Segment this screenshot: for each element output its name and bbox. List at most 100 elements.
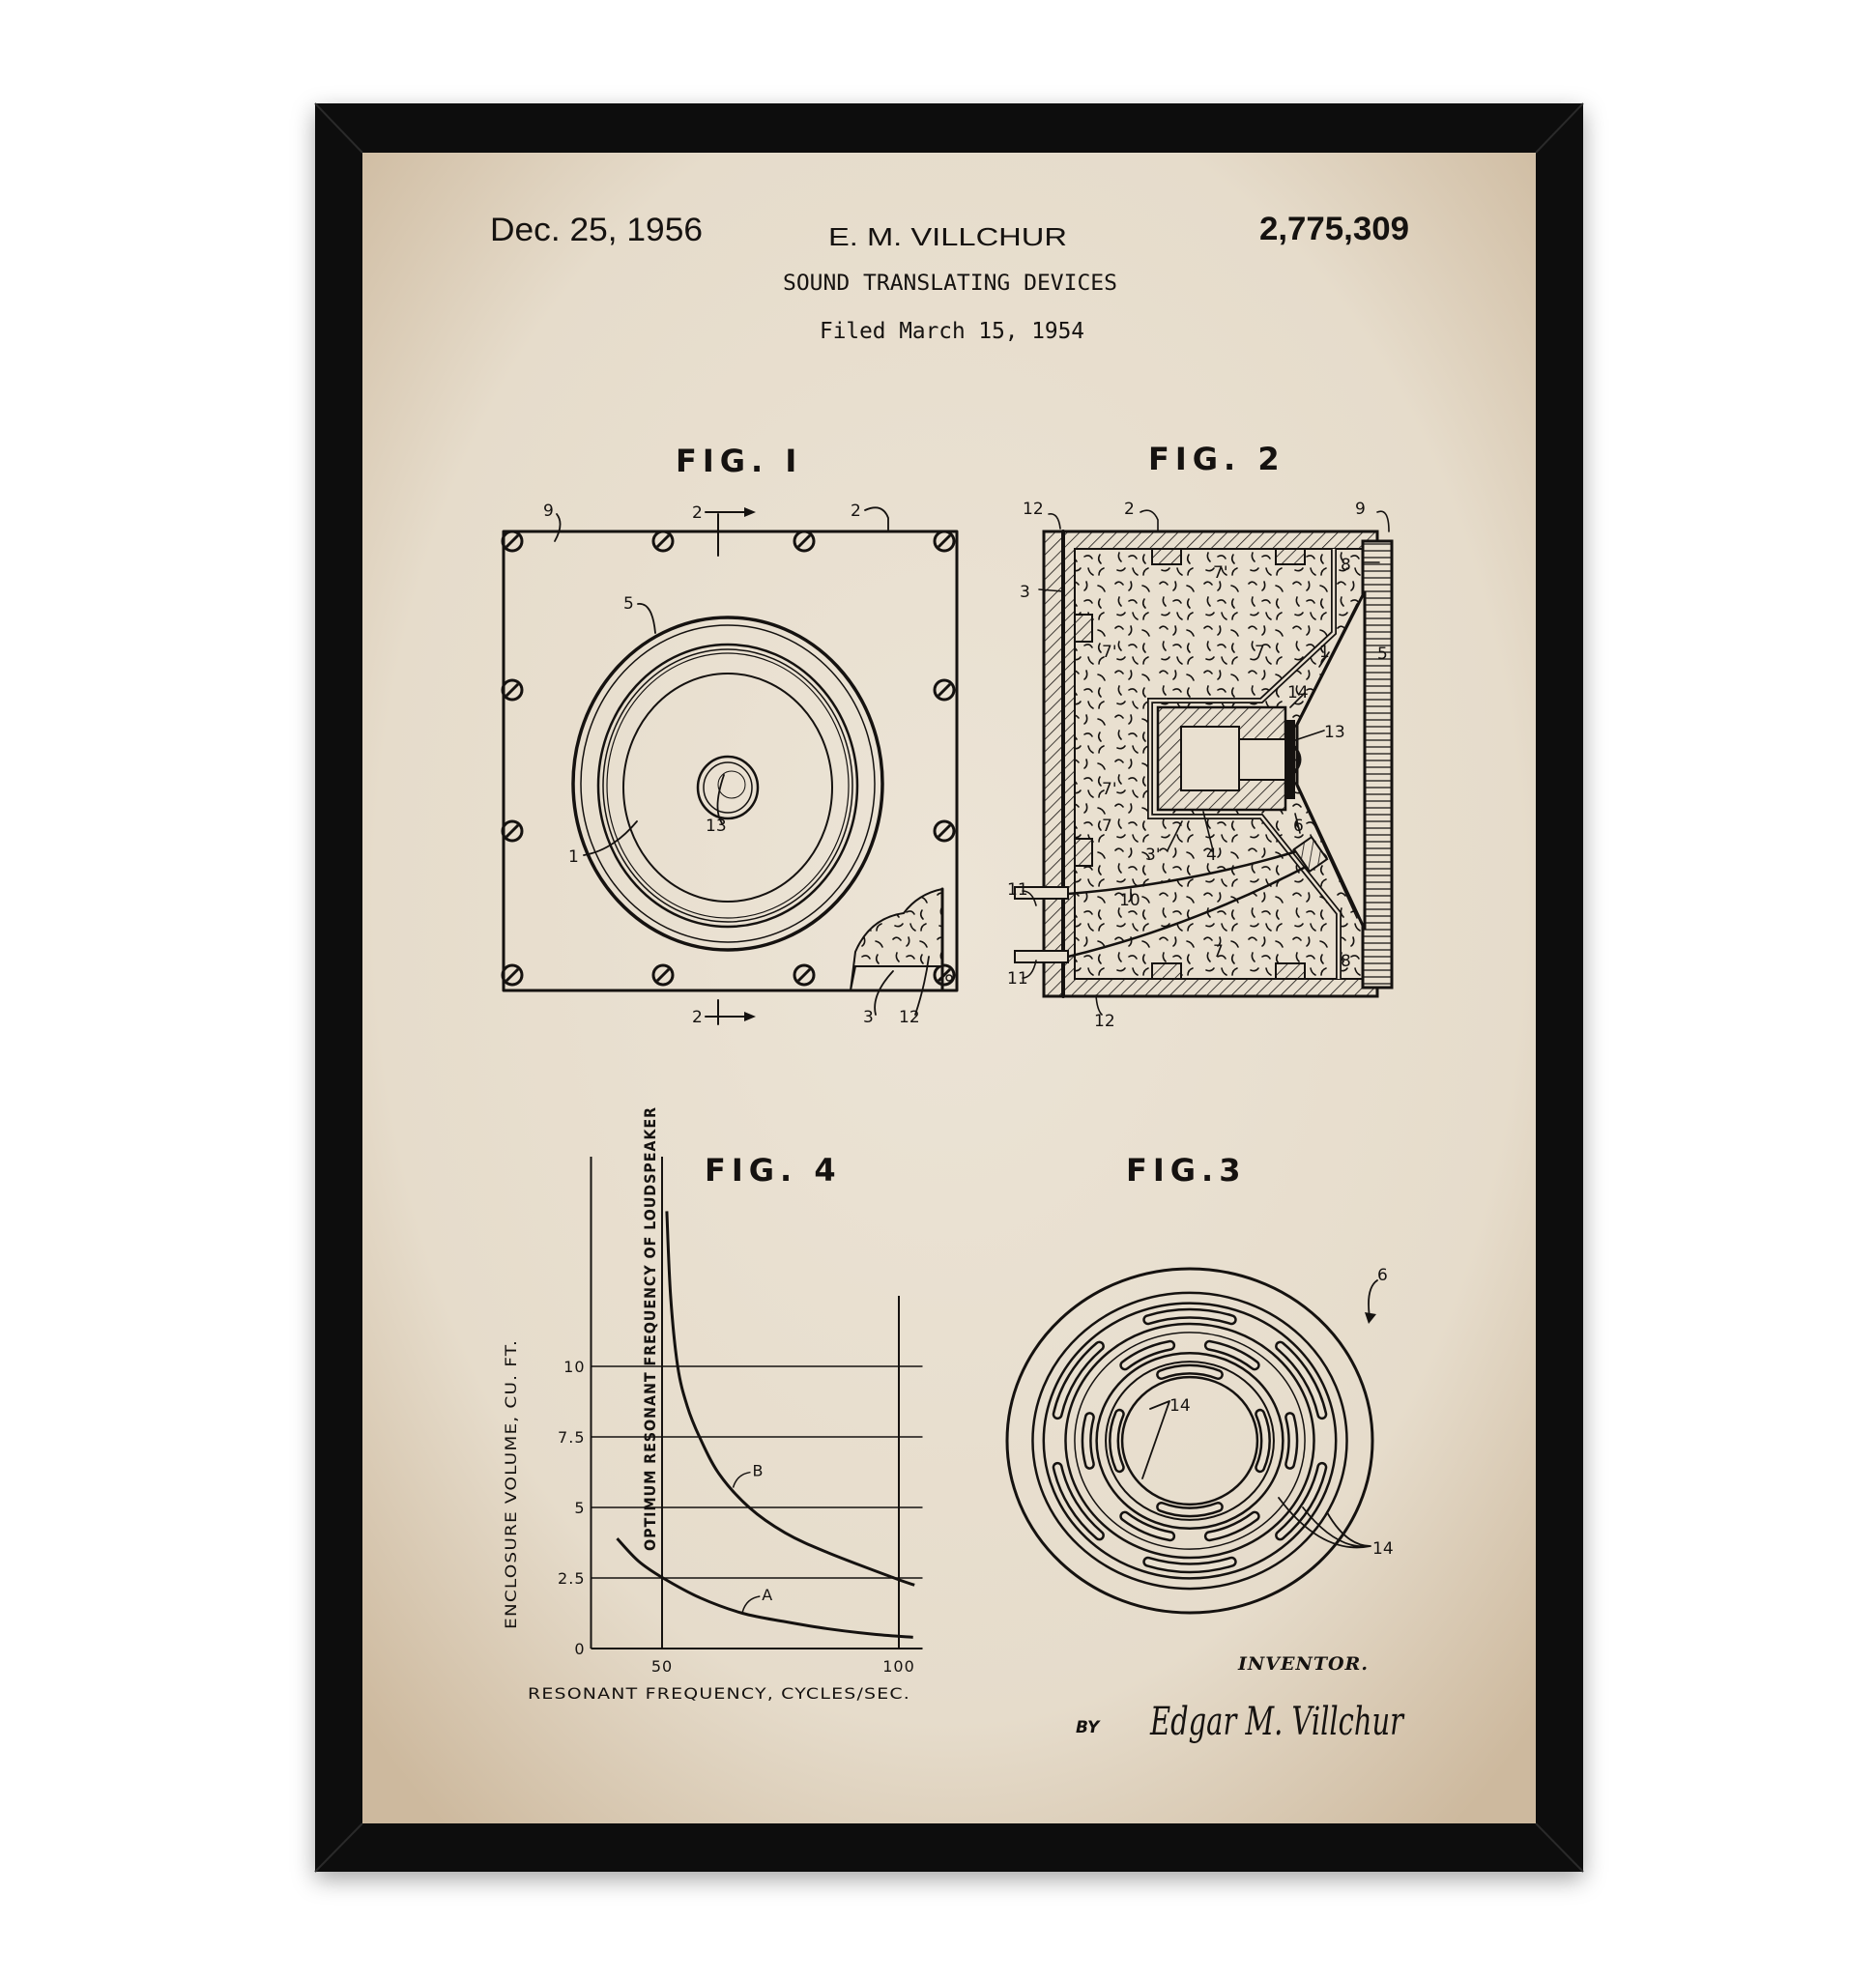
vent-slot-inner [1144, 1559, 1235, 1571]
vent-slot-inner [1111, 1411, 1123, 1471]
figure-2: FIG. 2 12 2 9 3 8 5 1 14 13 [1007, 441, 1394, 1031]
enclosure-front [502, 530, 959, 992]
series-label-B: B [753, 1462, 765, 1480]
y-tick-label: 7.5 [558, 1428, 585, 1447]
by-label: BY [1076, 1718, 1101, 1737]
chart-series: AB [616, 1211, 915, 1639]
series-leader-A [741, 1595, 761, 1613]
screw-icon [793, 530, 816, 553]
fig2-label: 7 [1213, 942, 1224, 961]
screw-icon [793, 963, 816, 987]
fig2-label: 2 [1124, 500, 1135, 519]
vent-slot-inner [1206, 1342, 1258, 1368]
fig3-label: 14 [1372, 1539, 1394, 1559]
speaker-cone [1295, 590, 1367, 931]
fig2-label: 6 [1293, 817, 1304, 836]
x-axis-label: RESONANT FREQUENCY, CYCLES/SEC. [528, 1684, 910, 1703]
x-tick-label: 100 [882, 1657, 915, 1676]
fig1-label: 3 [863, 1008, 874, 1027]
screw-slot [655, 967, 671, 983]
front-baffle [1361, 539, 1394, 990]
series-label-A: A [762, 1586, 773, 1604]
vent-slot-inner [1277, 1343, 1325, 1418]
screw-icon [933, 963, 956, 987]
figure-1: FIG. I 9 2 2 5 13 1 2 3 12 [501, 443, 959, 1027]
fig2-label: 7 [1255, 643, 1265, 662]
vent-slot-inner [1277, 1464, 1325, 1538]
screw-slot [796, 967, 812, 983]
inventor-signature: Edgar M. Villchur [1149, 1700, 1405, 1744]
patent-date: Dec. 25, 1956 [490, 212, 703, 248]
fig2-label: 13 [1324, 723, 1345, 742]
screw-slot [796, 533, 812, 549]
fig1-label: 13 [706, 817, 727, 836]
series-leader-B [732, 1471, 751, 1488]
screw-icon [933, 819, 956, 843]
fig1-label: 12 [899, 1008, 920, 1027]
patent-number: 2,775,309 [1259, 211, 1409, 247]
fig2-label: 10 [1119, 891, 1140, 910]
spacer-blocks [1074, 548, 1306, 980]
vent-slot-inner [1256, 1411, 1269, 1471]
ring [1120, 1375, 1259, 1506]
magnet-cavity [1180, 726, 1240, 791]
y-tick-label: 5 [574, 1499, 585, 1517]
screw-slot [505, 533, 520, 549]
fig1-label: 2 [692, 503, 703, 523]
screw-icon [933, 678, 956, 702]
spider-rings [1005, 1267, 1374, 1615]
fig2-label: 4 [1206, 846, 1217, 865]
fig3-label: 14 [1169, 1396, 1191, 1416]
fig2-label: 1 [1319, 643, 1330, 662]
figure-3: FIG.3 6 14 14 [1005, 1152, 1394, 1615]
ring [1031, 1291, 1348, 1591]
ring [1064, 1322, 1315, 1560]
header: Dec. 25, 1956 E. M. VILLCHUR SOUND TRANS… [490, 211, 1409, 344]
screw-slot [505, 967, 520, 983]
vent-slot-inner [1144, 1310, 1235, 1323]
ring [1074, 1332, 1306, 1550]
series-line-B [665, 1211, 915, 1587]
inventor-name: E. M. VILLCHUR [828, 222, 1067, 251]
ring [1005, 1267, 1374, 1615]
signature-block: INVENTOR. BY Edgar M. Villchur [1076, 1653, 1405, 1744]
fig2-label: 8 [1341, 556, 1351, 575]
screws [501, 530, 956, 987]
fig2-title: FIG. 2 [1148, 441, 1285, 477]
vent-slot-inner [1286, 1414, 1296, 1468]
fig2-label: 8 [1341, 952, 1351, 971]
fig2-label: 12 [1094, 1012, 1115, 1031]
vent-slot-inner [1158, 1504, 1222, 1515]
fig2-label: 7' [1102, 780, 1117, 799]
fig2-label: 11 [1007, 969, 1028, 989]
chart-grid [590, 1157, 923, 1649]
screw-icon [501, 963, 524, 987]
screw-icon [501, 678, 524, 702]
fig2-label: 12 [1023, 500, 1044, 519]
patent-title: SOUND TRANSLATING DEVICES [783, 272, 1117, 296]
vent-slot-inner [1083, 1414, 1093, 1468]
inventor-label: INVENTOR. [1237, 1653, 1369, 1675]
fig1-label: 5 [623, 594, 634, 614]
fig1-label: 9 [543, 502, 554, 521]
fig3-label: 6 [1377, 1266, 1388, 1285]
x-tick-label: 50 [651, 1657, 673, 1676]
screw-slot [937, 967, 952, 983]
screw-slot [937, 823, 952, 839]
fig1-label: 2 [851, 502, 861, 521]
fig2-label: 7' [1102, 643, 1117, 662]
vent-slot-inner [1121, 1513, 1173, 1539]
vent-slot-inner [1158, 1366, 1222, 1378]
screw-icon [651, 963, 675, 987]
terminals [1014, 886, 1069, 963]
vent-slot-inner [1206, 1513, 1258, 1539]
fig2-label: 11 [1007, 880, 1028, 900]
screw-slot [937, 682, 952, 698]
pole-piece [1238, 738, 1286, 781]
screw-icon [501, 530, 524, 553]
series-line-A [616, 1537, 913, 1639]
fig2-label: 14 [1287, 683, 1309, 703]
